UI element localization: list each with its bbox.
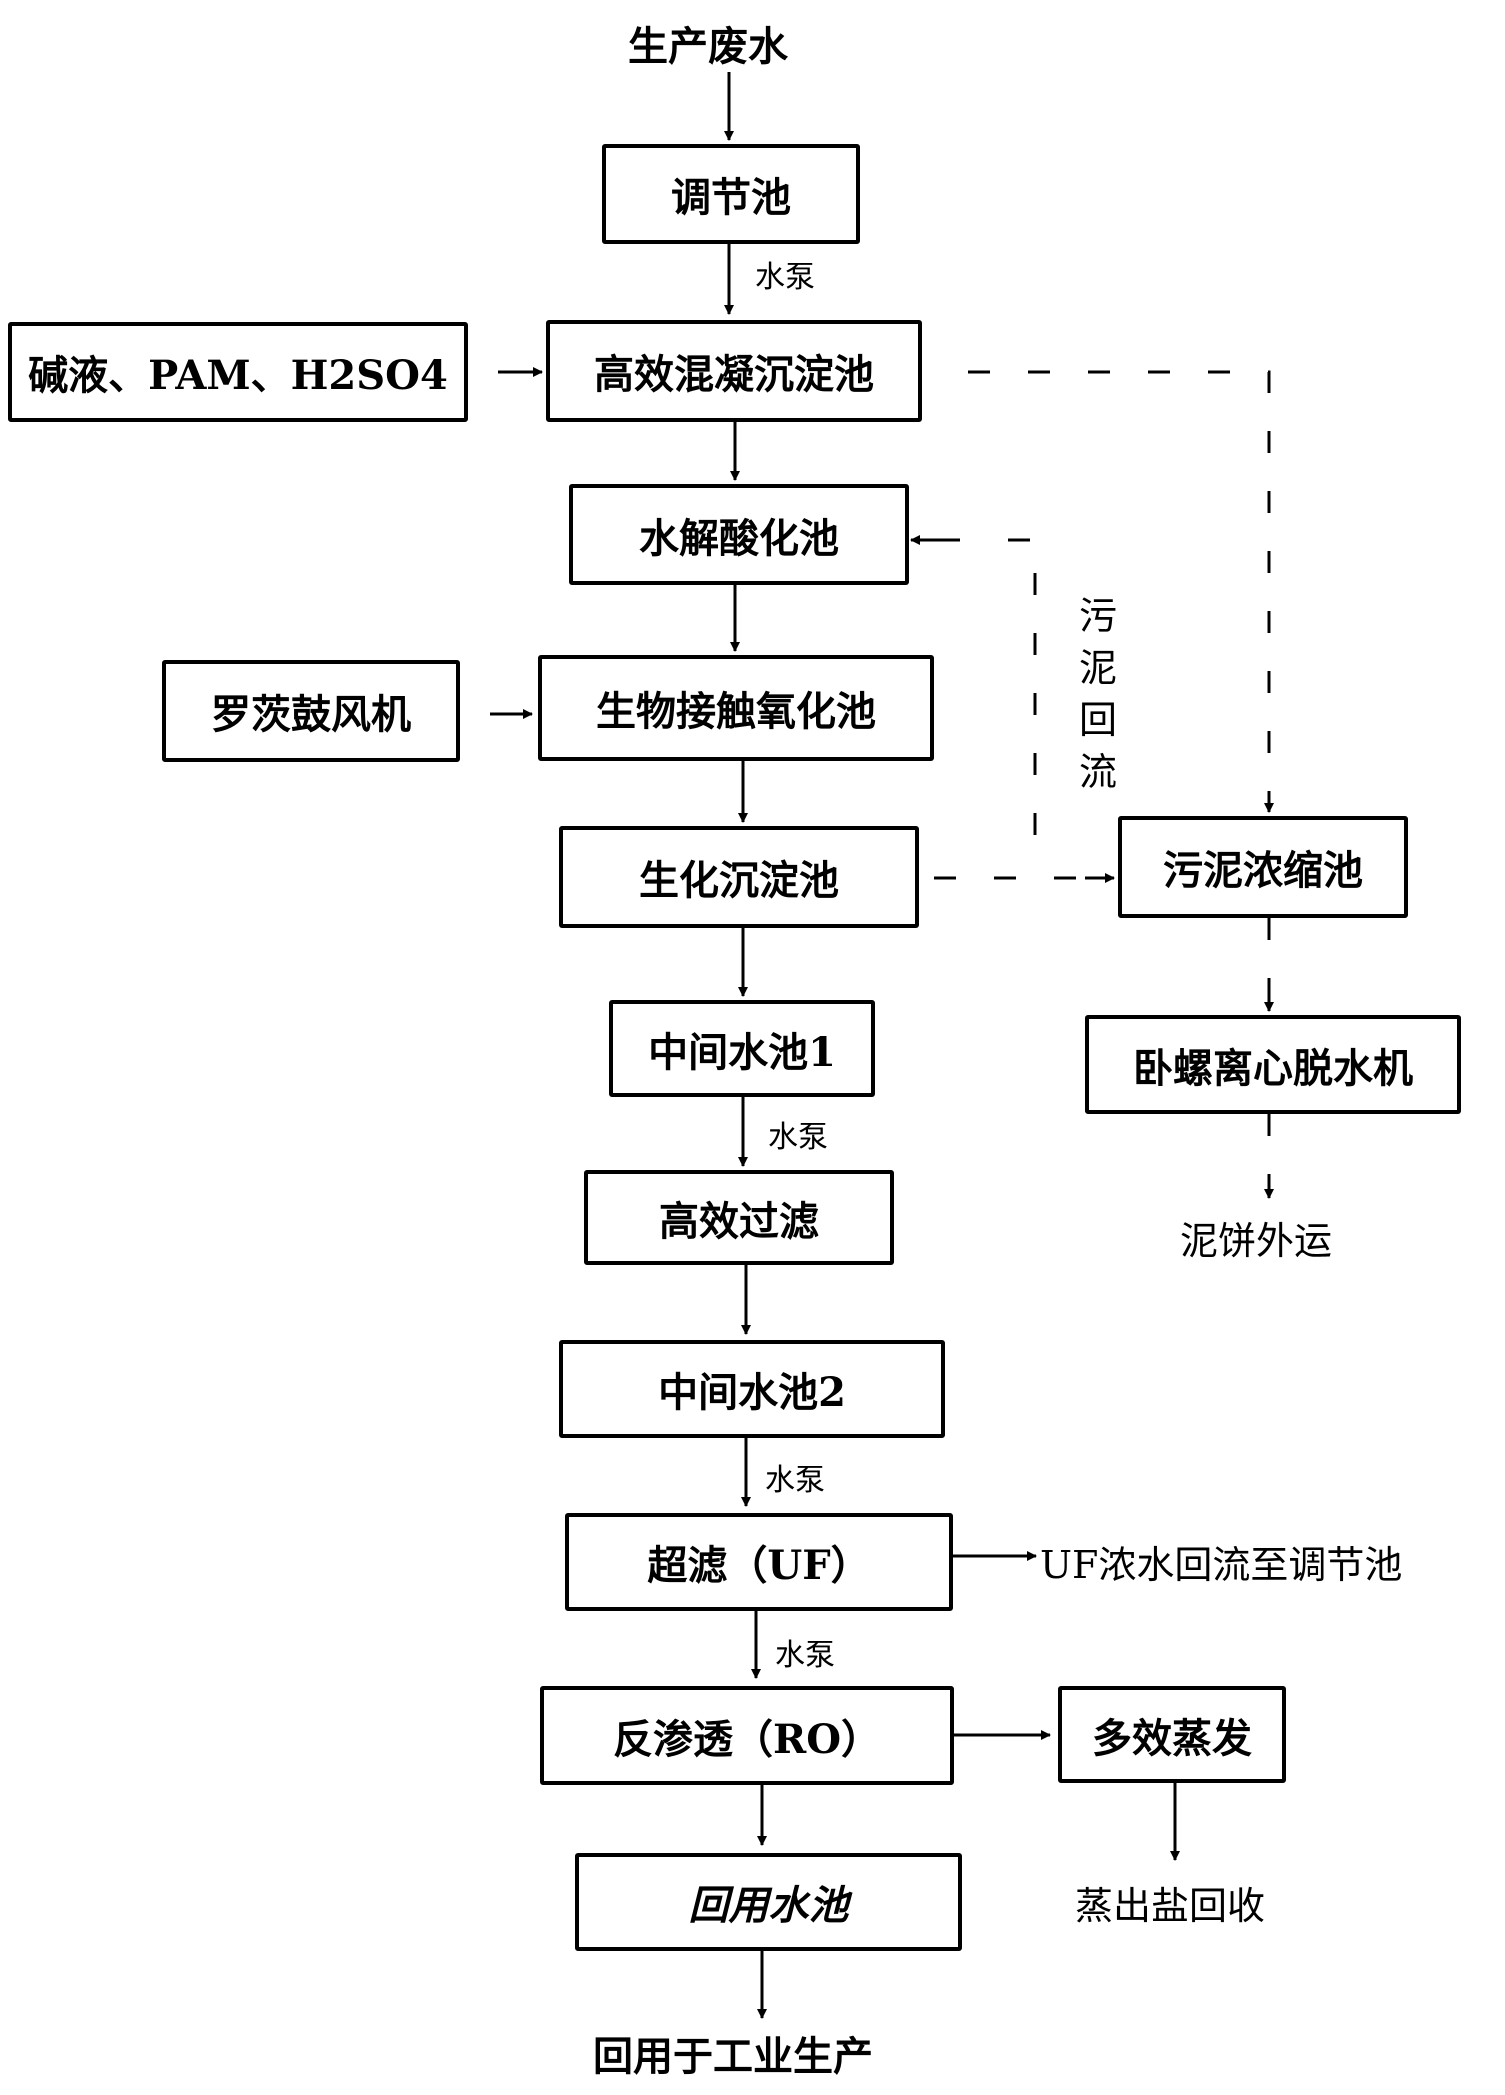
node-chemicals[interactable]: 碱液、PAM、H2SO4 [8,322,468,422]
node-label: 中间水池1 [648,1028,836,1076]
node-label: 高效过滤 [659,1197,819,1245]
node-label: 生物接触氧化池 [596,688,876,735]
edge-label-pump: 水泵 [755,260,815,295]
node-label: 污泥浓缩池 [1163,847,1363,894]
node-multi-effect-evaporation[interactable]: 多效蒸发 [1058,1686,1286,1783]
source-label: 生产废水 [628,23,788,70]
dashed-sludge-return [980,538,1037,835]
output-uf-concentrate: UF浓水回流至调节池 [1040,1543,1403,1587]
node-bio-sedimentation[interactable]: 生化沉淀池 [559,826,919,928]
node-label: 中间水池2 [658,1369,846,1416]
node-high-efficiency-filter[interactable]: 高效过滤 [584,1170,894,1265]
edge-label-pump: 水泵 [765,1463,825,1498]
node-coagulation-sedimentation[interactable]: 高效混凝沉淀池 [546,320,922,422]
node-label: 超滤（UF） [647,1542,871,1589]
node-label: 回用水池 [688,1882,849,1929]
node-intermediate-tank-2[interactable]: 中间水池2 [559,1340,945,1438]
node-reverse-osmosis[interactable]: 反渗透（RO） [540,1686,954,1785]
node-label: 罗茨鼓风机 [211,691,411,738]
edge-label-sludge-return: 污泥回流 [1078,594,1117,794]
output-industrial-reuse: 回用于工业生产 [593,2033,873,2080]
node-equalization-tank[interactable]: 调节池 [602,144,860,244]
node-label: 高效混凝沉淀池 [594,351,874,398]
node-label: 水解酸化池 [639,514,839,562]
node-label: 碱液、PAM、H2SO4 [28,352,448,399]
node-reuse-tank[interactable]: 回用水池 [575,1853,962,1951]
node-label: 卧螺离心脱水机 [1133,1044,1413,1092]
node-label: 反渗透（RO） [612,1715,882,1763]
output-sludge-cake: 泥饼外运 [1180,1219,1333,1263]
node-intermediate-tank-1[interactable]: 中间水池1 [609,1000,875,1097]
node-hydrolysis-acidification[interactable]: 水解酸化池 [569,484,909,585]
edge-label-pump: 水泵 [768,1120,828,1155]
node-decanter-centrifuge[interactable]: 卧螺离心脱水机 [1085,1015,1461,1114]
dashed-coagulation-to-thickener [968,370,1271,800]
node-sludge-thickener[interactable]: 污泥浓缩池 [1118,816,1408,918]
node-label: 调节池 [671,174,791,221]
edge-label-pump: 水泵 [775,1638,835,1673]
node-label: 生化沉淀池 [639,857,839,904]
node-label: 多效蒸发 [1092,1714,1252,1762]
node-roots-blower[interactable]: 罗茨鼓风机 [162,660,460,762]
node-bio-contact-oxidation[interactable]: 生物接触氧化池 [538,655,934,761]
output-salt-recovery: 蒸出盐回收 [1075,1884,1266,1928]
node-ultrafiltration[interactable]: 超滤（UF） [565,1513,953,1611]
